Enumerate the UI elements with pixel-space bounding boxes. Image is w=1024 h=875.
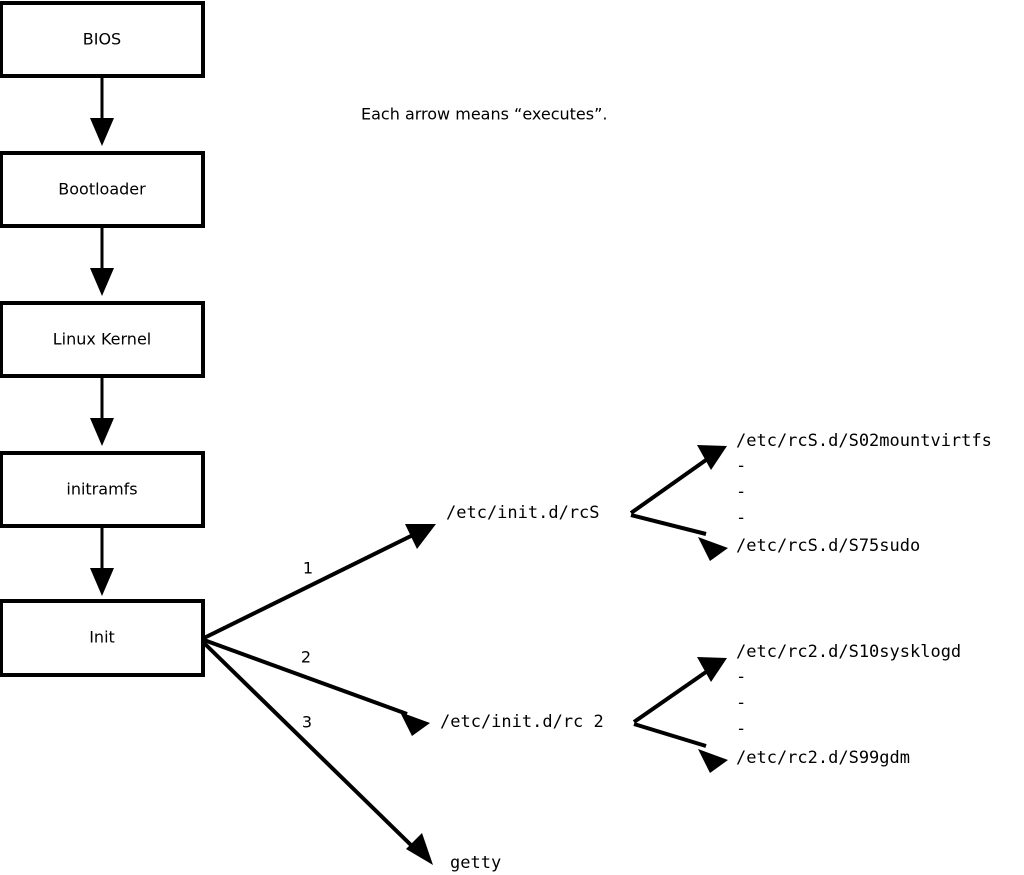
box-bios-label: BIOS <box>83 30 121 49</box>
edge-number-1: 1 <box>303 559 313 578</box>
rcs-last-script-label: /etc/rcS.d/S75sudo <box>736 536 920 556</box>
box-bios: BIOS <box>0 1 205 78</box>
rc2-ellipsis-dash-2: - <box>736 693 746 713</box>
arrow-rcs-to-first-script <box>629 445 727 515</box>
arrow-kernel-to-initramfs <box>90 377 114 446</box>
arrow-rc2-to-first-script <box>632 657 727 724</box>
diagram-caption: Each arrow means “executes”. <box>361 105 607 124</box>
box-linux-kernel: Linux Kernel <box>0 301 205 378</box>
node-rcs-label: /etc/init.d/rcS <box>446 503 600 523</box>
rc2-ellipsis-dash-1: - <box>736 667 746 687</box>
arrow-rc2-to-last-script <box>633 722 728 773</box>
arrow-rcs-to-last-script <box>630 513 728 561</box>
rcs-ellipsis-dash-2: - <box>736 482 746 502</box>
box-initramfs: initramfs <box>0 451 205 528</box>
arrow-init-to-rcs <box>203 524 436 640</box>
box-initramfs-label: initramfs <box>66 480 137 499</box>
rcs-ellipsis-dash-1: - <box>736 456 746 476</box>
node-getty-label: getty <box>450 853 501 873</box>
edge-number-2: 2 <box>301 648 311 667</box>
arrow-init-to-rc2 <box>203 638 430 736</box>
box-bootloader-label: Bootloader <box>58 180 146 199</box>
rcs-ellipsis-dash-3: - <box>736 508 746 528</box>
rc2-ellipsis-dash-3: - <box>736 719 746 739</box>
arrow-init-to-getty <box>202 641 433 865</box>
box-init-label: Init <box>89 628 115 647</box>
box-init: Init <box>0 599 205 677</box>
arrow-initramfs-to-init <box>90 527 114 596</box>
box-linux-kernel-label: Linux Kernel <box>53 330 151 349</box>
box-bootloader: Bootloader <box>0 151 205 228</box>
edge-number-3: 3 <box>302 713 312 732</box>
rc2-last-script-label: /etc/rc2.d/S99gdm <box>736 748 910 768</box>
arrow-bios-to-bootloader <box>90 77 114 146</box>
rc2-first-script-label: /etc/rc2.d/S10sysklogd <box>736 642 961 662</box>
node-rc2-label: /etc/init.d/rc 2 <box>440 712 604 732</box>
arrow-bootloader-to-kernel <box>90 227 114 296</box>
rcs-first-script-label: /etc/rcS.d/S02mountvirtfs <box>736 431 992 451</box>
